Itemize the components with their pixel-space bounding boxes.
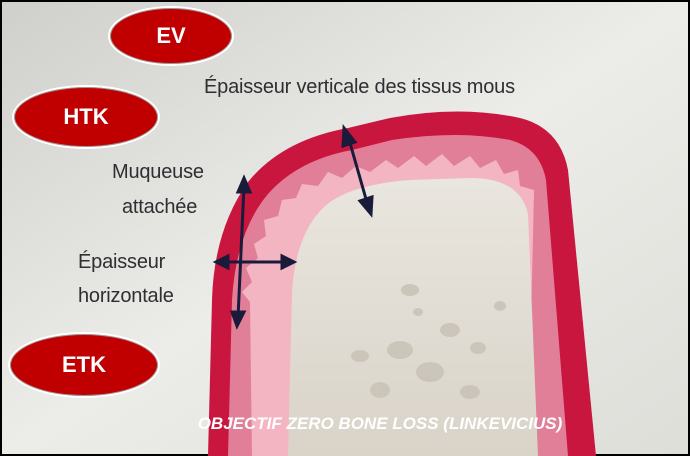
htk-badge: HTK xyxy=(12,85,160,149)
horizontal-thickness-label-1: Épaisseur xyxy=(78,250,165,274)
attached-mucosa-label-2: attachée xyxy=(122,195,197,219)
caption: OBJECTIF ZERO BONE LOSS (LINKEVICIUS) xyxy=(120,414,640,434)
attached-mucosa-label-1: Muqueuse xyxy=(112,160,204,184)
vertical-thickness-label: Épaisseur verticale des tissus mous xyxy=(204,75,515,99)
etk-badge: ETK xyxy=(8,332,160,398)
horizontal-thickness-label-2: horizontale xyxy=(78,284,174,308)
ev-badge: EV xyxy=(108,6,234,66)
